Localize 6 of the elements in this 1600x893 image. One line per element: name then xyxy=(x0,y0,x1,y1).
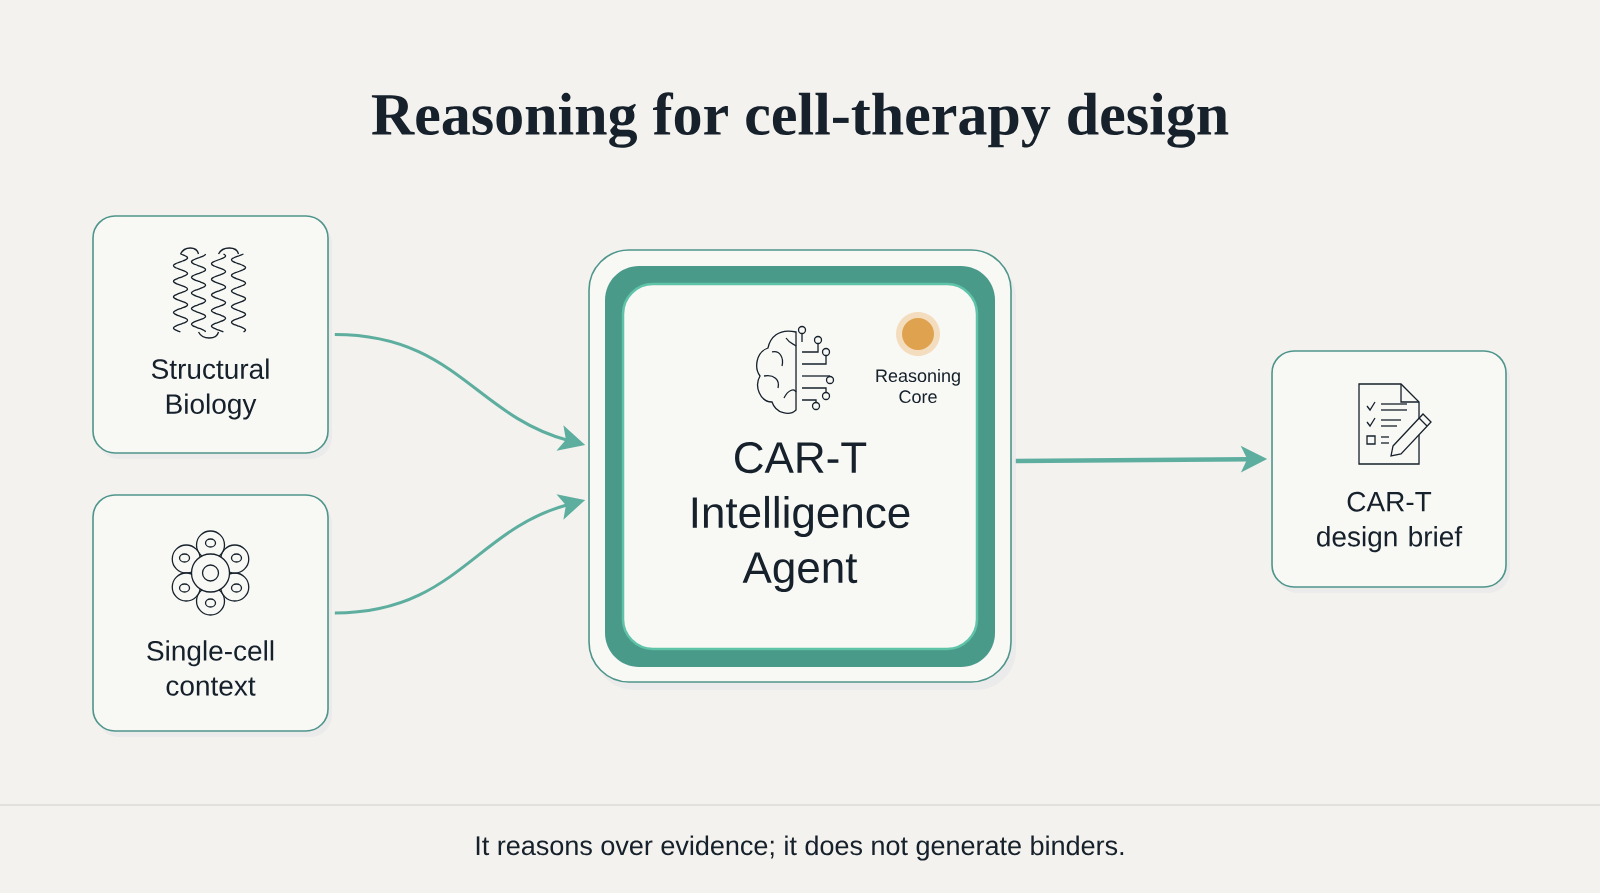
caption: It reasons over evidence; it does not generate binders. xyxy=(476,835,1124,861)
source-card: Single-cell context xyxy=(92,494,332,737)
title: Reasoning for cell-therapy design xyxy=(371,92,1229,148)
source-card: Structural Biology xyxy=(92,215,332,459)
source-card: CAR-T design brief xyxy=(1271,350,1510,593)
badge-label: Reasoning Core xyxy=(876,368,960,404)
